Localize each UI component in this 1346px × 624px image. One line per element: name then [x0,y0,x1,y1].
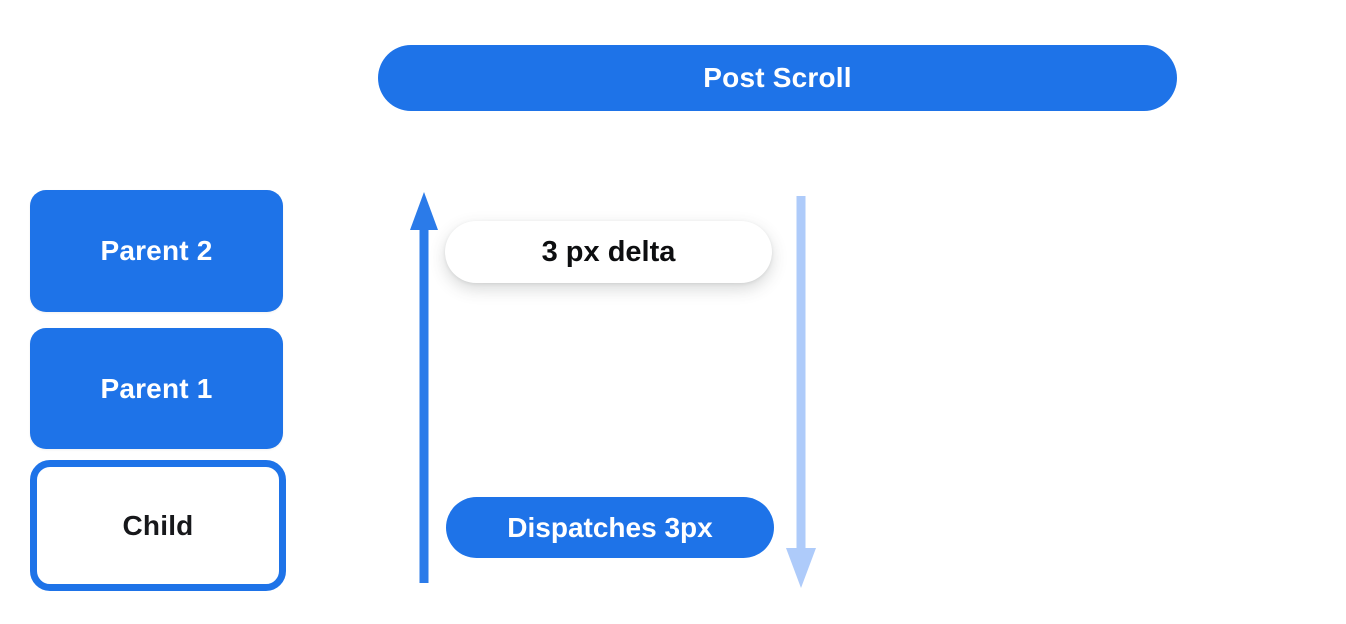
node-parent-1-label: Parent 1 [100,372,213,404]
down-arrow-icon [786,196,816,588]
node-parent-2: Parent 2 [30,190,283,312]
post-scroll-bar: Post Scroll [378,45,1177,111]
node-child-label: Child [122,509,194,541]
delta-annotation-label: 3 px delta [541,235,676,268]
post-scroll-label: Post Scroll [703,62,852,93]
up-arrow-icon [410,192,438,583]
node-parent-1: Parent 1 [30,328,283,449]
dispatches-annotation-label: Dispatches 3px [507,511,713,543]
delta-annotation-pill: 3 px delta [445,221,772,283]
node-parent-2-label: Parent 2 [100,235,213,266]
node-child: Child [30,460,286,591]
dispatches-annotation-pill: Dispatches 3px [446,497,774,558]
